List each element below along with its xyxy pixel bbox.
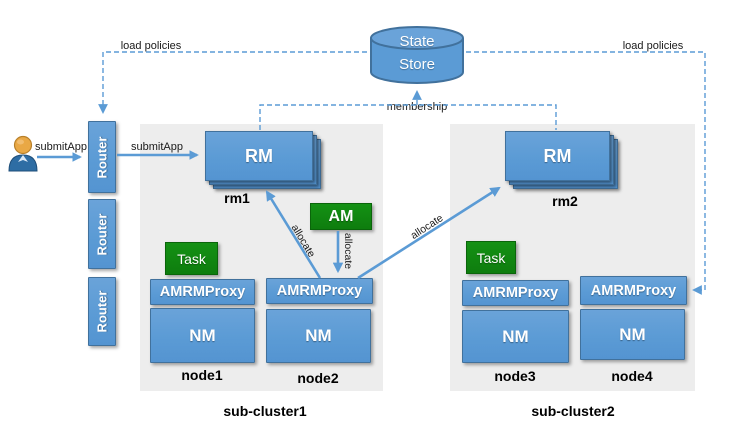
task-box-sc2: Task	[466, 241, 516, 274]
router-label: Router	[94, 136, 110, 178]
nm-box-node4: NM	[580, 309, 685, 360]
load-policies-line-left	[98, 51, 367, 114]
state-store-cylinder	[370, 26, 464, 84]
router-label: Router	[94, 290, 110, 333]
amrmproxy-box-node2: AMRMProxy	[266, 278, 373, 304]
node1-label: node1	[181, 367, 223, 383]
node3-label: node3	[494, 368, 536, 384]
state-store-line2: Store	[399, 56, 435, 73]
amrmproxy-box-node3: AMRMProxy	[462, 280, 569, 306]
submitapp-label-router: submitApp	[131, 141, 183, 153]
rm1-box: RM	[205, 131, 313, 181]
user-icon	[8, 135, 38, 172]
router-box-3: Router	[88, 277, 116, 346]
amrmproxy-box-node4: AMRMProxy	[580, 276, 687, 305]
state-store-line1: State	[399, 33, 435, 50]
task-box-sc1: Task	[165, 242, 218, 275]
router-box-1: Router	[88, 121, 116, 193]
nm-box-node2: NM	[266, 309, 371, 363]
node4-label: node4	[611, 368, 653, 384]
membership-label: membership	[386, 101, 448, 113]
rm1-stack: RM	[205, 131, 321, 189]
load-policies-label-left: load policies	[120, 40, 182, 52]
rm2-stack: RM	[505, 131, 618, 189]
rm2-label: rm2	[552, 193, 578, 209]
rm1-label: rm1	[224, 190, 250, 206]
am-box: AM	[310, 203, 372, 230]
load-policies-label-right: load policies	[622, 40, 684, 52]
submitapp-label-user: submitApp	[35, 141, 87, 153]
router-box-2: Router	[88, 199, 116, 269]
allocate-label-am-proxy: allocate	[342, 232, 354, 270]
nm-box-node1: NM	[150, 308, 255, 363]
sub-cluster2-label: sub-cluster2	[531, 403, 615, 419]
allocate-label-proxy-rm2: allocate	[408, 212, 446, 242]
rm2-box: RM	[505, 131, 610, 181]
sub-cluster1-label: sub-cluster1	[223, 403, 307, 419]
router-label: Router	[94, 213, 110, 255]
amrmproxy-box-node1: AMRMProxy	[150, 279, 255, 305]
node2-label: node2	[297, 370, 339, 386]
nm-box-node3: NM	[462, 310, 569, 363]
